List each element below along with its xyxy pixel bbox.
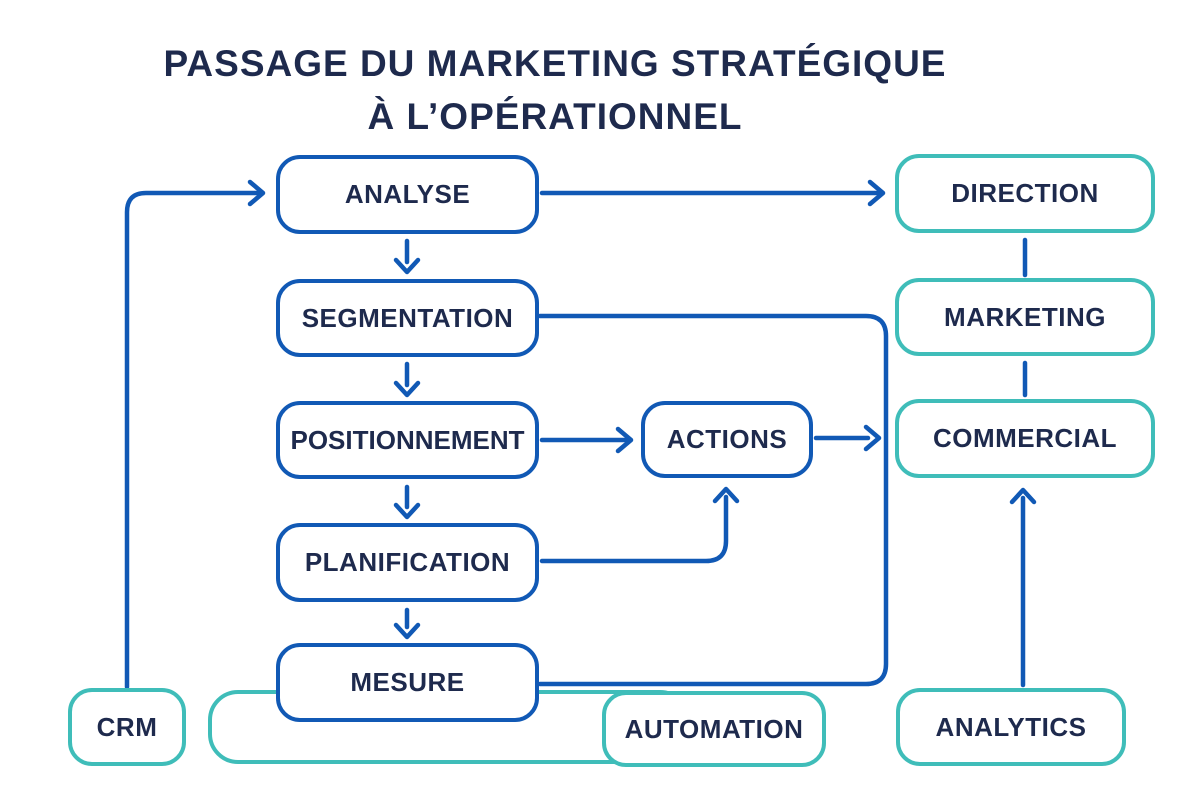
node-analyse: ANALYSE bbox=[276, 155, 539, 234]
arrowhead-down-icon bbox=[393, 257, 421, 275]
node-marketing-label: MARKETING bbox=[944, 301, 1106, 332]
node-mesure-label: MESURE bbox=[350, 667, 465, 697]
node-direction-label: DIRECTION bbox=[951, 178, 1099, 208]
node-commercial: COMMERCIAL bbox=[895, 399, 1155, 478]
arrowhead-right-icon bbox=[615, 426, 634, 454]
diagram-title-line2: À L’OPÉRATIONNEL bbox=[367, 95, 743, 137]
arrowhead-down-icon bbox=[393, 380, 421, 398]
node-planification: PLANIFICATION bbox=[276, 523, 539, 602]
node-actions: ACTIONS bbox=[641, 401, 813, 478]
arrowhead-down-icon bbox=[393, 502, 421, 520]
connector-analytics-to-commercial bbox=[1009, 487, 1037, 688]
node-marketing: MARKETING bbox=[895, 278, 1155, 356]
diagram-title-line1: PASSAGE DU MARKETING STRATÉGIQUE bbox=[163, 43, 947, 84]
node-positionnement-label: POSITIONNEMENT bbox=[290, 424, 525, 455]
node-analytics-label: ANALYTICS bbox=[935, 711, 1087, 742]
node-automation-label: AUTOMATION bbox=[624, 713, 804, 744]
node-direction: DIRECTION bbox=[895, 154, 1155, 233]
arrowhead-right-icon bbox=[863, 424, 882, 452]
arrowhead-right-icon bbox=[867, 179, 886, 207]
connector-planification-to-mesure bbox=[393, 607, 421, 640]
arrowhead-down-icon bbox=[393, 622, 421, 640]
connector-planification-to-actions bbox=[539, 486, 740, 564]
node-planification-label: PLANIFICATION bbox=[304, 547, 511, 577]
node-actions-label: ACTIONS bbox=[666, 424, 788, 454]
connector-analyse-to-direction bbox=[539, 179, 886, 207]
node-analyse-label: ANALYSE bbox=[344, 179, 471, 209]
connector-segmentation-mesure-loop bbox=[537, 313, 889, 687]
node-segmentation: SEGMENTATION bbox=[276, 279, 539, 357]
node-commercial-label: COMMERCIAL bbox=[932, 423, 1118, 453]
arrowhead-right-icon bbox=[247, 179, 266, 207]
connector-segmentation-to-positionnement bbox=[393, 361, 421, 398]
node-automation: AUTOMATION bbox=[602, 691, 826, 767]
connector-positionnement-to-planification bbox=[393, 484, 421, 520]
node-crm: CRM bbox=[68, 688, 186, 766]
arrowhead-up-icon bbox=[712, 486, 740, 504]
connector-crm-to-analyse bbox=[124, 179, 266, 690]
node-crm-label: CRM bbox=[96, 711, 158, 742]
node-analytics: ANALYTICS bbox=[896, 688, 1126, 766]
node-positionnement: POSITIONNEMENT bbox=[276, 401, 539, 479]
node-mesure: MESURE bbox=[276, 643, 539, 722]
node-segmentation-label: SEGMENTATION bbox=[301, 302, 514, 333]
connector-analyse-to-segmentation bbox=[393, 238, 421, 275]
connector-actions-to-commercial bbox=[813, 424, 882, 452]
diagram-title: PASSAGE DU MARKETING STRATÉGIQUE À L’OPÉ… bbox=[150, 38, 960, 143]
arrowhead-up-icon bbox=[1009, 487, 1037, 505]
connector-positionnement-to-actions bbox=[539, 426, 634, 454]
